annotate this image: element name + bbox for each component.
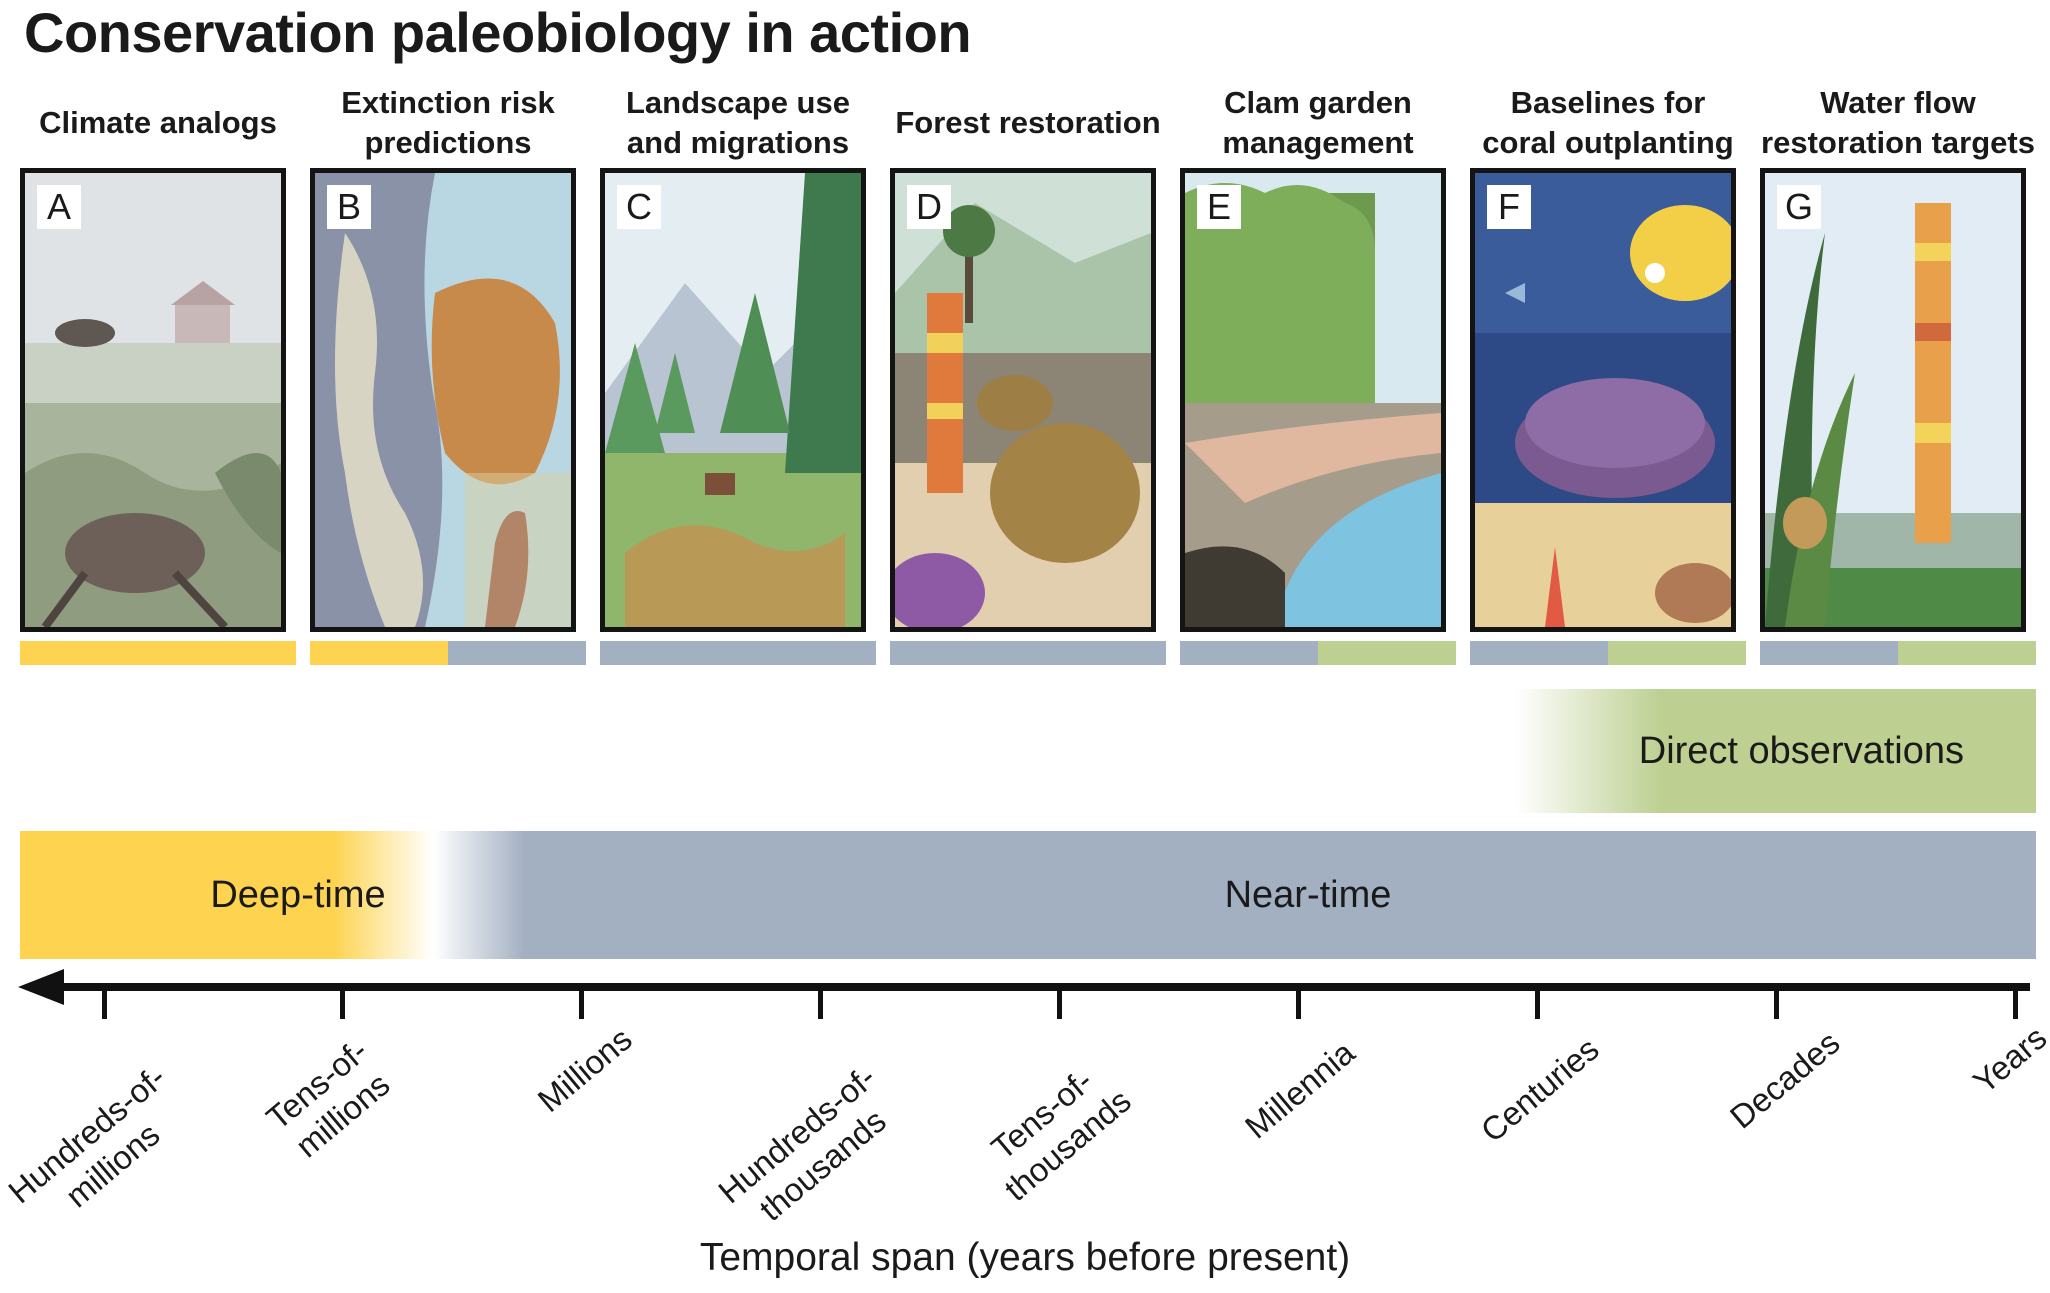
panel-g-timescale-bar-direct [1898, 641, 2036, 665]
tick-mark [340, 983, 345, 1019]
panel-b-letter: B [327, 185, 371, 229]
panel-c-title: Landscape use and migrations [626, 85, 850, 160]
tick-mark [102, 983, 107, 1019]
panel-f-timescale-bar-direct [1608, 641, 1746, 665]
fossil-coral-illustration [315, 173, 571, 627]
panel-e-timescale-bar-near [1180, 641, 1318, 665]
panel-f-timescale-bar-near [1470, 641, 1608, 665]
panel-f-illustration: F [1470, 168, 1736, 632]
panel-a-title: Climate analogs [39, 105, 277, 140]
tick-label-decades: Decades [1722, 1023, 1847, 1136]
axis-title: Temporal span (years before present) [699, 1236, 1351, 1279]
panel-b-illustration: B [310, 168, 576, 632]
panel-g-timescale-bar-near [1760, 641, 1898, 665]
panel-g-title: Water flow restoration targets [1761, 85, 2035, 160]
panel-e-timescale-bar-direct [1318, 641, 1456, 665]
panel-a-timescale-bar [20, 641, 296, 665]
panel-e-letter: E [1197, 185, 1241, 229]
tick-mark [1535, 983, 1540, 1019]
deep-time-label: Deep-time [210, 873, 386, 916]
panel-c-timescale-bar [600, 641, 876, 665]
direct-observations-band: Direct observations [1515, 689, 2036, 813]
panel-f-letter: F [1487, 185, 1531, 229]
tick-mark [2013, 983, 2018, 1019]
tick-mark [818, 983, 823, 1019]
panel-c-illustration: C [600, 168, 866, 632]
tick-mark [1296, 983, 1301, 1019]
panel-d-timescale-bar [890, 641, 1166, 665]
tick-label-years: Years [1965, 1018, 2050, 1101]
tick-mark [579, 983, 584, 1019]
panel-b-title: Extinction risk predictions [341, 85, 555, 160]
tick-label-hundreds-of-thousands: Hundreds-of- thousands [711, 1058, 893, 1229]
farm-field-illustration [25, 173, 281, 627]
clam-garden-shoreline-illustration [1185, 173, 1441, 627]
panel-a-illustration: A [20, 168, 286, 632]
panel-e-title: Clam garden management [1222, 85, 1414, 160]
axis-arrowhead-icon [18, 969, 64, 1005]
panel-c-letter: C [617, 185, 661, 229]
tick-label-millennia: Millennia [1237, 1033, 1362, 1146]
coral-reef-illustration [1475, 173, 1731, 627]
tortoise-sediment-core-illustration [895, 173, 1151, 627]
near-time-label: Near-time [1224, 873, 1392, 916]
panel-e-illustration: E [1180, 168, 1446, 632]
tick-label-hundreds-of-millions: Hundreds-of- millions [1, 1058, 173, 1215]
time-axis-line [40, 983, 2030, 991]
tick-label-centuries: Centuries [1473, 1030, 1606, 1150]
panel-b-timescale-bar-deep [310, 641, 448, 665]
direct-observations-label: Direct observations [1638, 729, 1964, 772]
panel-f-title: Baselines for coral outplanting [1482, 85, 1734, 160]
panel-d-illustration: D [890, 168, 1156, 632]
tick-label-millions: Millions [530, 1020, 639, 1120]
tick-label-tens-of-thousands: Tens-of- thousands [984, 1061, 1138, 1209]
mountain-forest-illustration [605, 173, 861, 627]
tick-mark [1057, 983, 1062, 1019]
wetland-sediment-core-illustration [1765, 173, 2021, 627]
panel-a-letter: A [37, 185, 81, 229]
panel-g-illustration: G [1760, 168, 2026, 632]
tick-label-tens-of-millions: Tens-of- millions [259, 1031, 397, 1165]
panel-d-title: Forest restoration [895, 105, 1161, 140]
panel-b-timescale-bar-near [448, 641, 586, 665]
panel-g-letter: G [1777, 185, 1821, 229]
time-scale-band: Deep-time Near-time [20, 831, 2036, 959]
figure-title: Conservation paleobiology in action [24, 1, 972, 64]
tick-mark [1774, 983, 1779, 1019]
panel-d-letter: D [907, 185, 951, 229]
